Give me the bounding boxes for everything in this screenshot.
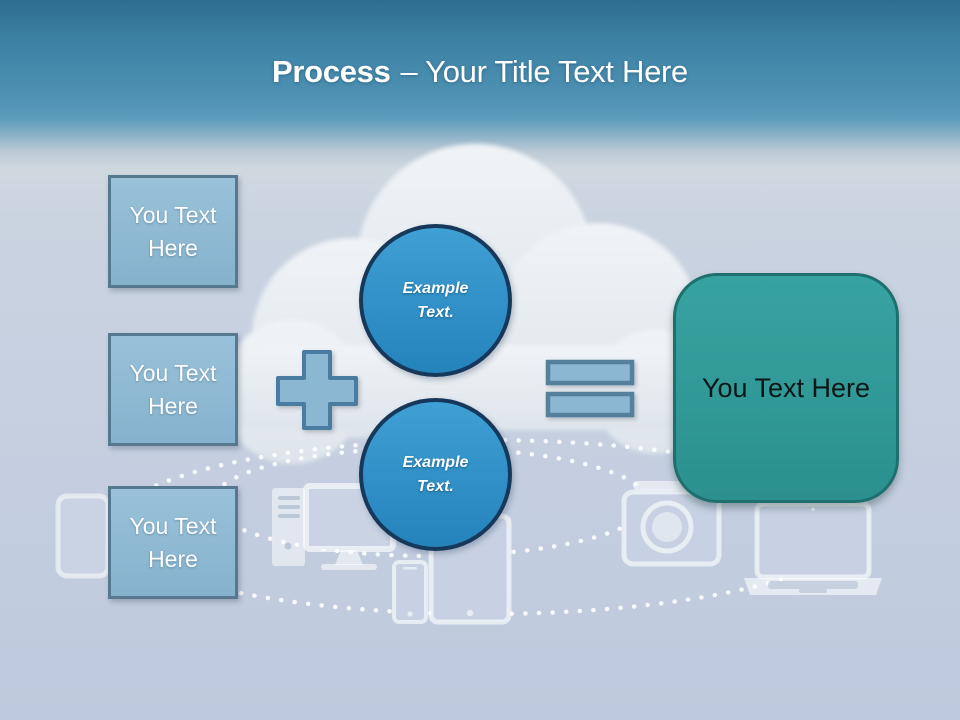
desktop-tower-icon — [272, 488, 305, 566]
text-placeholder-1[interactable]: You Text Here — [108, 175, 238, 288]
placeholder-2-line1: You Text — [129, 359, 217, 386]
laptop-icon — [744, 501, 882, 595]
placeholder-1-line1: You Text — [129, 201, 217, 228]
example-circle-1[interactable]: Example Text. — [359, 224, 512, 377]
partial-tablet-icon — [55, 493, 111, 579]
placeholder-2-line2: Here — [148, 392, 198, 419]
plus-sign-icon[interactable] — [274, 348, 360, 432]
example-2-line2: Text. — [417, 477, 454, 495]
equals-sign-icon[interactable] — [544, 358, 636, 420]
example-circle-2[interactable]: Example Text. — [359, 398, 512, 551]
placeholder-1-line2: Here — [148, 234, 198, 261]
example-2-line1: Example — [402, 453, 469, 471]
title-emphasis: Process — [272, 54, 391, 89]
result-label: You Text Here — [701, 372, 871, 403]
slide-title[interactable]: Process – Your Title Text Here — [0, 54, 960, 90]
placeholder-3-line1: You Text — [129, 512, 217, 539]
text-placeholder-2[interactable]: You Text Here — [108, 333, 238, 446]
text-placeholder-3[interactable]: You Text Here — [108, 486, 238, 599]
placeholder-3-line2: Here — [148, 545, 198, 572]
result-placeholder[interactable]: You Text Here — [673, 273, 899, 503]
example-1-line2: Text. — [417, 303, 454, 321]
title-rest: – Your Title Text Here — [400, 54, 688, 89]
example-1-line1: Example — [402, 279, 469, 297]
smartphone-icon — [392, 560, 428, 624]
